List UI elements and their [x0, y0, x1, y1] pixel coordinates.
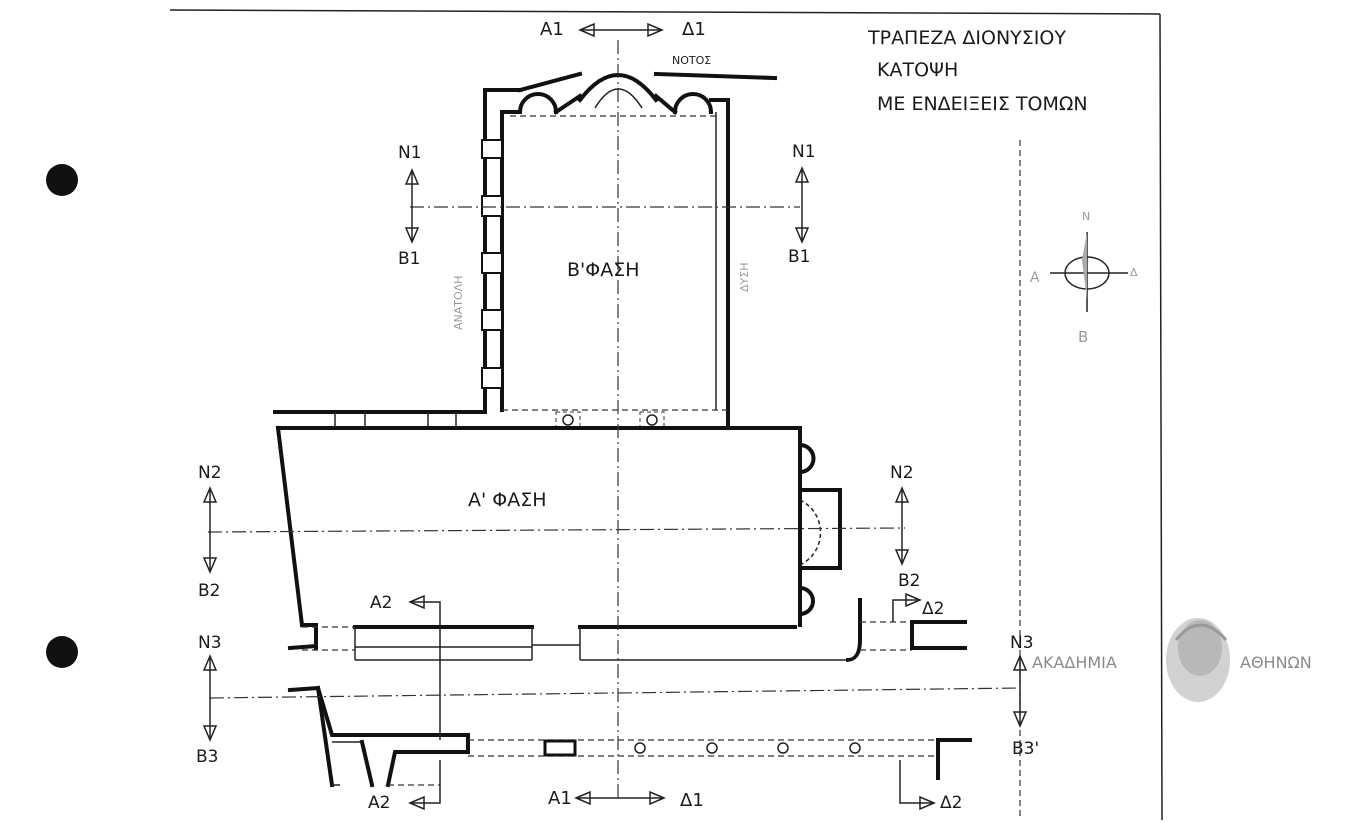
section-d2-lower: Δ2	[940, 793, 962, 813]
section-arrows	[202, 22, 1028, 811]
title-line-2: ΚΑΤΟΨΗ	[877, 59, 958, 81]
section-b2-left: Β2	[198, 581, 220, 601]
compass-west: Δ	[1130, 266, 1138, 279]
compass-east: Α	[1030, 270, 1040, 286]
title-line-1: ΤΡΑΠΕΖΑ ΔΙΟΝΥΣΙΟΥ	[867, 27, 1066, 49]
logo-text-left: ΑΚΑΔΗΜΙΑ	[1032, 653, 1117, 672]
section-n3-left: Ν3	[198, 633, 222, 653]
section-a1-bottom: Α1	[548, 788, 572, 809]
phase-b-label: Β'ΦΑΣΗ	[567, 259, 640, 281]
section-b3-right: Β3'	[1012, 739, 1039, 759]
compass-south: Β	[1078, 328, 1088, 346]
section-n1-right: Ν1	[792, 142, 816, 162]
section-n2-right: Ν2	[890, 463, 914, 483]
binder-hole-bottom	[46, 636, 78, 668]
compass-rose[interactable]	[1050, 232, 1128, 312]
section-a1-top: Α1	[540, 19, 564, 40]
orientation-east: ΑΝΑΤΟΛΗ	[452, 276, 465, 330]
section-b1-right: Β1	[788, 247, 810, 267]
section-d1-bottom: Δ1	[680, 790, 704, 811]
phase-a-walls	[275, 425, 967, 663]
title-line-3: ΜΕ ΕΝΔΕΙΞΕΙΣ ΤΟΜΩΝ	[877, 93, 1088, 115]
logo-text-right: ΑΘΗΝΩΝ	[1240, 653, 1312, 672]
section-d2-upper: Δ2	[922, 599, 944, 619]
section-b1-left: Β1	[398, 249, 420, 269]
section-axes	[207, 40, 1021, 800]
binder-hole-top	[46, 164, 78, 196]
compass-north: Ν	[1082, 210, 1090, 223]
portico-walls	[287, 685, 972, 788]
phase-transition	[273, 409, 728, 429]
section-a2-lower: Α2	[368, 793, 390, 813]
section-b2-right: Β2	[898, 571, 920, 591]
section-b3-left: Β3	[196, 747, 218, 767]
sheet-edge-top	[169, 9, 1161, 15]
sheet-edge-right	[1159, 13, 1163, 821]
orientation-west: ΔΥΣΗ	[738, 263, 751, 292]
section-n1-left: Ν1	[398, 143, 422, 163]
section-a2-upper: Α2	[370, 593, 392, 613]
section-n2-left: Ν2	[198, 463, 222, 483]
phase-b-walls	[481, 71, 778, 427]
section-d1-top: Δ1	[682, 19, 706, 40]
orientation-south: ΝΟΤΟΣ	[672, 54, 711, 67]
academy-logo-emblem	[1166, 618, 1230, 702]
phase-a-label: Α' ΦΑΣΗ	[468, 489, 547, 511]
section-n3-right: Ν3	[1010, 633, 1034, 653]
